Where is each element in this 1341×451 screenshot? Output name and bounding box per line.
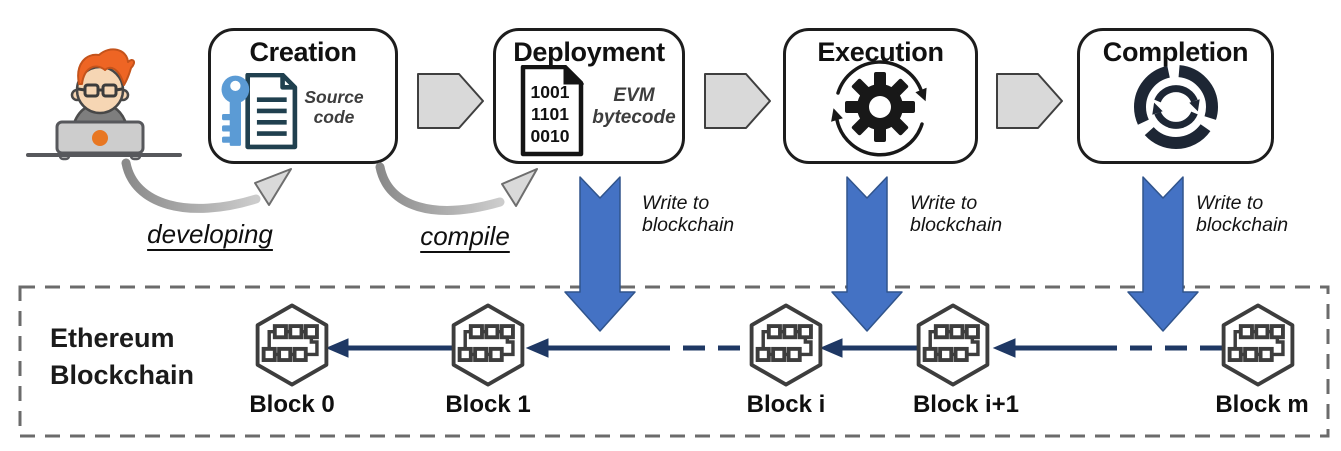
chain-arrow-icon	[325, 338, 452, 358]
write-to-blockchain-label: Write to blockchain	[910, 192, 1003, 236]
block-label: Block m	[1215, 391, 1309, 418]
block-icon	[916, 303, 990, 387]
block-icon	[749, 303, 823, 387]
bytecode-document-icon: 1001 1101 0010	[520, 65, 584, 157]
stage-title-deployment: Deployment	[513, 37, 665, 67]
flow-arrow-icon	[417, 73, 484, 129]
chain-arrow-dashed-icon	[992, 338, 1222, 358]
stage-title-creation: Creation	[249, 37, 357, 67]
developing-label: developing	[147, 219, 273, 249]
block-label: Block i+1	[912, 391, 1020, 418]
write-to-blockchain-arrow-icon	[831, 176, 903, 332]
developer-icon	[26, 48, 182, 161]
compile-arrow-icon	[375, 162, 538, 215]
binary-line: 1101	[531, 104, 569, 124]
block-label: Block 1	[445, 391, 531, 418]
block-label: Block 0	[249, 391, 335, 418]
gear-cycle-icon	[831, 60, 927, 157]
chain-arrow-icon	[819, 338, 918, 358]
glasses-icon	[77, 83, 123, 98]
binary-line: 1001	[531, 82, 570, 102]
stage-box-creation: Creation Source code	[208, 28, 398, 164]
ethereum-blockchain-title: Ethereum Blockchain	[50, 323, 195, 390]
developing-arrow-icon	[121, 158, 292, 213]
stage-title-completion: Completion	[1102, 37, 1249, 67]
hair-icon	[77, 48, 135, 86]
binary-line: 0010	[531, 126, 570, 146]
write-to-blockchain-label: Write to blockchain	[1196, 192, 1289, 236]
block-label: Block i	[746, 391, 826, 418]
block-icon	[1221, 303, 1295, 387]
chain-arrow-dashed-icon	[525, 338, 750, 358]
compile-label: compile	[420, 221, 510, 251]
stage-caption-creation: Source code	[304, 87, 364, 128]
write-to-blockchain-label: Write to blockchain	[642, 192, 735, 236]
sync-ring-icon	[1134, 65, 1218, 149]
block-icon	[451, 303, 525, 387]
stage-box-execution: Execution	[783, 28, 978, 164]
block-icon	[255, 303, 329, 387]
write-to-blockchain-arrow-icon	[1127, 176, 1199, 332]
stage-caption-deployment: EVM bytecode	[592, 85, 676, 128]
flow-arrow-icon	[996, 73, 1063, 129]
key-and-source-document-icon	[221, 73, 298, 150]
write-to-blockchain-arrow-icon	[564, 176, 636, 332]
stage-box-completion: Completion	[1077, 28, 1274, 164]
stage-box-deployment: Deployment 1001 1101 0010 EVM bytecode	[493, 28, 685, 164]
laptop-icon	[55, 120, 145, 155]
flow-arrow-icon	[704, 73, 771, 129]
